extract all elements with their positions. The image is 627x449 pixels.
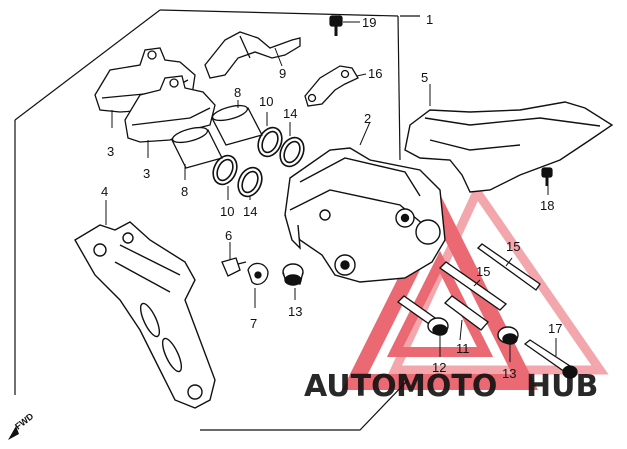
dust-seal-lower: [237, 166, 263, 198]
part-labels: 1 2 3 3 4 5 6 7 8 8 9 10 10 11 12 13 13 …: [101, 12, 562, 381]
piston-upper: [211, 104, 263, 146]
part-label-4: 4: [101, 184, 108, 199]
bleeder-cap: [247, 262, 269, 286]
caliper-bracket: [74, 221, 216, 409]
part-label-3a: 3: [107, 144, 114, 159]
part-label-16: 16: [368, 66, 382, 81]
slide-pin-upper: [477, 243, 541, 291]
part-label-12: 12: [432, 360, 446, 375]
pin-sleeve: [444, 295, 489, 331]
part-label-15a: 15: [506, 239, 520, 254]
part-label-14b: 14: [243, 204, 257, 219]
brake-pad-rear: [124, 75, 216, 143]
leader-lines: [105, 21, 557, 362]
watermark-wordmark: AUTO MOTO HUB: [304, 369, 598, 404]
part-label-8a: 8: [234, 85, 241, 100]
part-label-2: 2: [364, 111, 371, 126]
part-label-17: 17: [548, 321, 562, 336]
part-label-6: 6: [225, 228, 232, 243]
pin-boot-right: [497, 326, 519, 345]
bolt-17: [523, 339, 578, 379]
caliper-body: [284, 147, 446, 283]
assembly-outline: [14, 9, 420, 431]
slide-pin-lower: [438, 261, 508, 311]
watermark-auto: AUTO: [304, 369, 397, 404]
part-label-3b: 3: [143, 166, 150, 181]
bleeder-valve: [221, 257, 247, 277]
part-label-11: 11: [456, 341, 470, 356]
watermark-moto: MOTO: [396, 369, 497, 404]
watermark-hub: HUB: [526, 369, 598, 404]
part-label-19: 19: [362, 15, 376, 30]
arrow-icon: [8, 426, 19, 440]
bracket-16: [304, 65, 359, 107]
pad-spring: [204, 31, 301, 79]
part-label-15b: 15: [476, 264, 490, 279]
part-label-10b: 10: [220, 204, 234, 219]
bolt-19: [329, 15, 343, 36]
caliper-cover: [404, 101, 614, 193]
pin-boot-left: [282, 263, 304, 286]
part-label-10a: 10: [259, 94, 273, 109]
part-label-14a: 14: [283, 106, 297, 121]
bolt-18: [541, 167, 553, 186]
part-label-18: 18: [540, 198, 554, 213]
piston-seal-upper: [257, 126, 283, 158]
piston-seal-lower: [212, 154, 238, 186]
part-label-8b: 8: [181, 184, 188, 199]
fwd-label: FWD: [13, 411, 36, 432]
part-label-13b: 13: [502, 366, 516, 381]
part-label-9: 9: [279, 66, 286, 81]
part-label-13a: 13: [288, 304, 302, 319]
piston-lower: [171, 126, 223, 169]
part-label-1: 1: [426, 12, 433, 27]
pin-boot-12: [427, 317, 449, 336]
dust-seal-upper: [279, 136, 305, 168]
fwd-indicator: FWD: [8, 411, 36, 440]
part-label-7: 7: [250, 316, 257, 331]
part-label-5: 5: [421, 70, 428, 85]
